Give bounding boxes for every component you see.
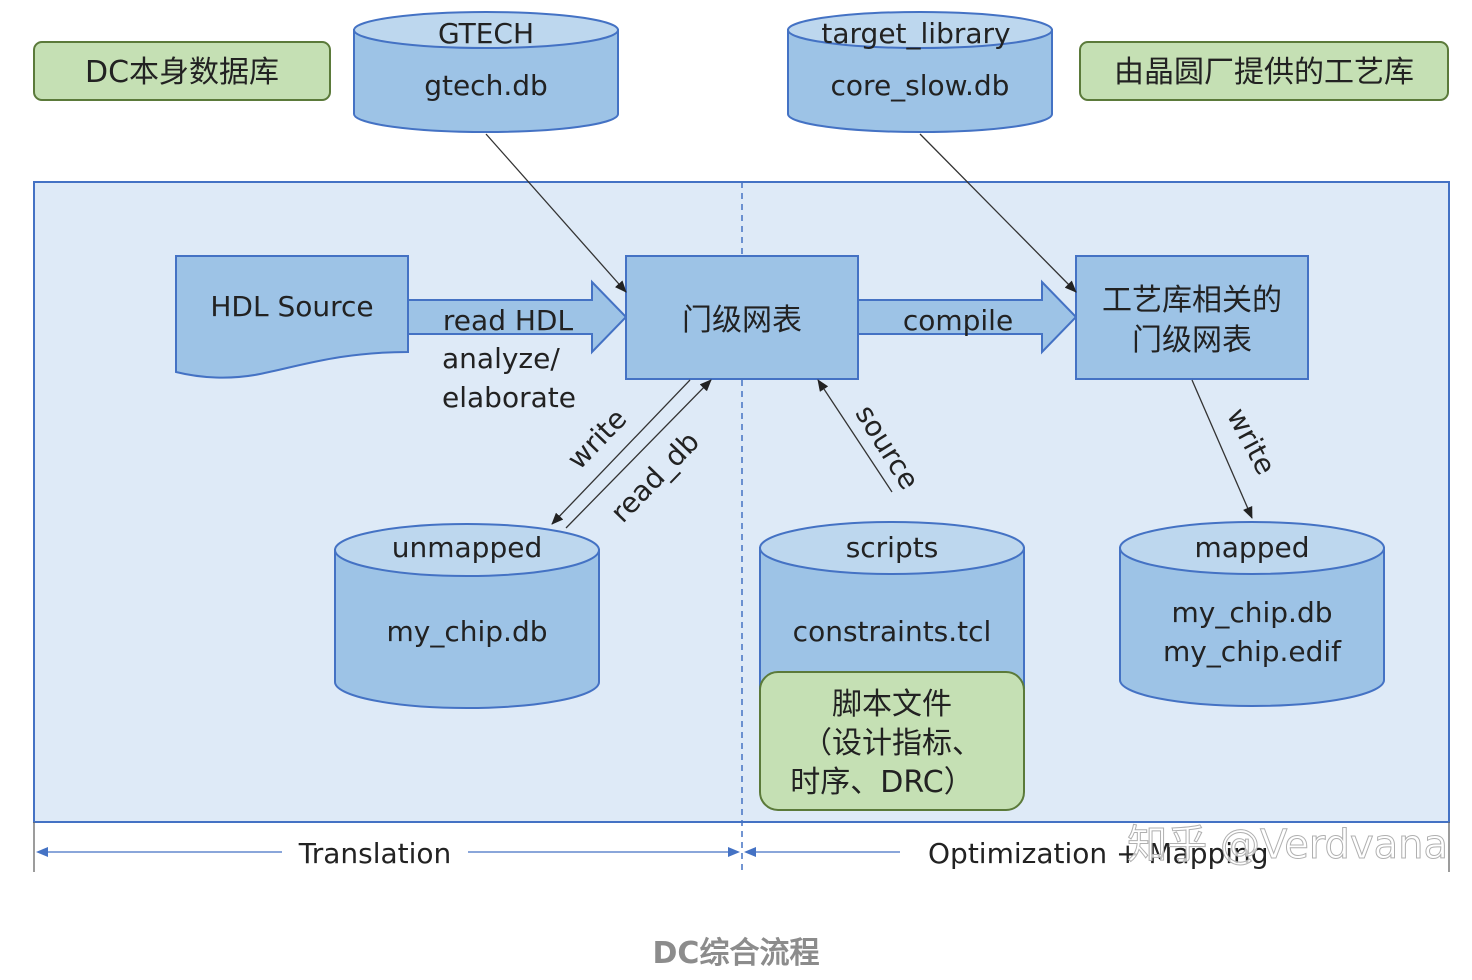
hdl-source-node: HDL Source xyxy=(175,255,409,379)
phase-translation: Translation xyxy=(298,837,452,870)
compile-arrow: compile xyxy=(857,279,1078,355)
scripts-file: constraints.tcl xyxy=(793,615,992,648)
phase-optimization: Optimization + Mapping xyxy=(928,837,1269,870)
svg-text:门级网表: 门级网表 xyxy=(682,303,802,338)
svg-text:elaborate: elaborate xyxy=(442,381,576,414)
gtech-to-netlist-line xyxy=(485,133,627,293)
read-db-line xyxy=(565,379,712,529)
gate-netlist-node: 门级网表 xyxy=(625,255,859,380)
scripts-database: scripts constraints.tcl xyxy=(759,521,1025,689)
svg-text:由晶圆厂提供的工艺库: 由晶圆厂提供的工艺库 xyxy=(1114,55,1414,90)
note-dc-library: DC本身数据库 xyxy=(33,41,331,101)
write-unmapped-line xyxy=(551,379,691,525)
mapped-database: mapped my_chip.db my_chip.edif xyxy=(1119,521,1385,707)
target-library-database: target_library core_slow.db xyxy=(787,11,1053,133)
unmapped-label: unmapped xyxy=(392,531,542,564)
figure-caption: DC综合流程 xyxy=(652,936,820,971)
target-library-label: target_library xyxy=(821,17,1010,50)
dc-synthesis-diagram: DC本身数据库 由晶圆厂提供的工艺库 GTECH gtech.db target… xyxy=(33,11,1450,872)
svg-text:compile: compile xyxy=(903,304,1013,337)
write-mapped-line xyxy=(1191,379,1253,519)
gtech-database: GTECH gtech.db xyxy=(353,11,619,133)
phase-timeline: Translation Optimization + Mapping xyxy=(33,822,1450,872)
unmapped-file: my_chip.db xyxy=(387,615,548,648)
scripts-label: scripts xyxy=(846,531,939,564)
unmapped-database: unmapped my_chip.db xyxy=(334,523,600,709)
watermark-text: 知乎 @Verdvana xyxy=(1127,822,1448,868)
svg-text:analyze/: analyze/ xyxy=(442,342,560,375)
svg-text:门级网表: 门级网表 xyxy=(1132,323,1252,358)
svg-text:时序、DRC）: 时序、DRC） xyxy=(790,765,973,800)
svg-text:工艺库相关的: 工艺库相关的 xyxy=(1102,283,1282,318)
gtech-file: gtech.db xyxy=(424,69,548,102)
svg-text:脚本文件: 脚本文件 xyxy=(832,687,952,722)
mapped-file-edif: my_chip.edif xyxy=(1163,635,1342,668)
svg-text:read HDL: read HDL xyxy=(443,304,574,337)
svg-text:DC本身数据库: DC本身数据库 xyxy=(85,55,279,90)
note-foundry-library: 由晶圆厂提供的工艺库 xyxy=(1079,41,1449,101)
tech-netlist-node: 工艺库相关的 门级网表 xyxy=(1075,255,1309,380)
read-hdl-arrow: read HDL analyze/ elaborate xyxy=(407,279,628,414)
note-script-files: 脚本文件 （设计指标、 时序、DRC） xyxy=(759,671,1025,811)
svg-text:HDL Source: HDL Source xyxy=(210,290,373,323)
mapped-label: mapped xyxy=(1195,531,1310,564)
mapped-file-db: my_chip.db xyxy=(1172,596,1333,629)
target-to-tech-netlist-line xyxy=(919,133,1077,293)
target-library-file: core_slow.db xyxy=(831,69,1010,102)
svg-text:（设计指标、: （设计指标、 xyxy=(802,726,982,761)
gtech-label: GTECH xyxy=(438,17,534,50)
source-line xyxy=(817,379,893,493)
